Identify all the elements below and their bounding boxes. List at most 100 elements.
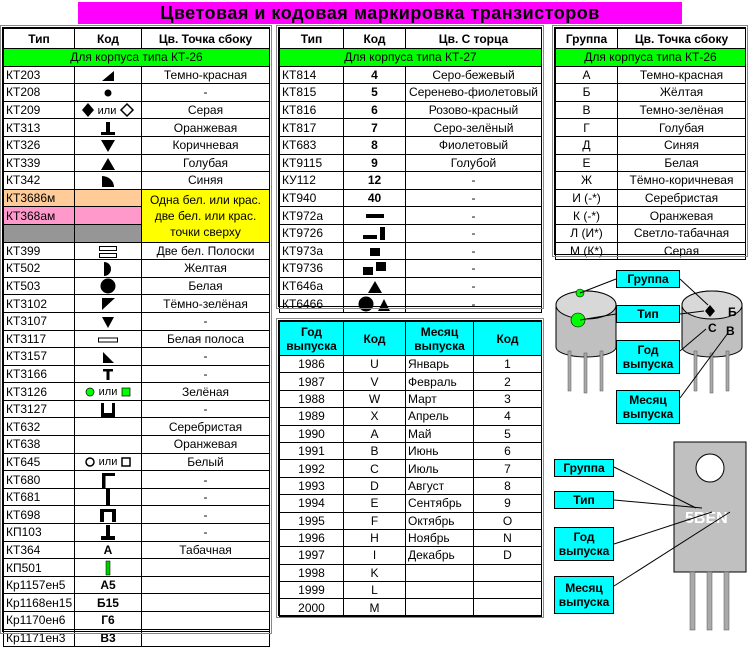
green-square-icon — [121, 384, 131, 398]
circle-and-triangle-icon — [358, 296, 392, 312]
month-cell: Февраль — [405, 372, 474, 391]
code-cell — [343, 294, 406, 313]
half-circle-icon — [102, 261, 114, 276]
month-cell: Июнь — [405, 441, 474, 461]
code-text: 5 — [371, 85, 378, 100]
code-cell: 5 — [343, 83, 406, 102]
type-cell: КТ940 — [279, 188, 344, 208]
month-cell: Январь — [405, 354, 474, 374]
month-cell: Октябрь — [405, 511, 474, 530]
table-row: КТ9736- — [279, 259, 542, 278]
dot-cell: Голубая — [141, 153, 270, 173]
code-cell: А5 — [74, 575, 142, 595]
code-cell — [74, 417, 142, 437]
yellow-note: Одна бел. или крас. две бел. или крас. т… — [141, 188, 270, 243]
empty-cell — [405, 563, 474, 583]
month-code-cell: 9 — [473, 494, 542, 513]
type-cell: КТ3127 — [3, 399, 75, 419]
kt26-package-diagram: Б С В — [555, 278, 743, 399]
type-cell: КТ9726 — [279, 223, 344, 243]
year-cell: 1986 — [279, 354, 344, 374]
code-text: 7 — [371, 120, 378, 135]
short-bar-icon — [365, 209, 384, 223]
end-color-cell: Серо-зелёный — [405, 118, 542, 137]
code-text: 6 — [371, 103, 378, 118]
year-cell: 1989 — [279, 407, 344, 426]
end-color-cell: - — [405, 241, 542, 261]
two-squares-icon — [362, 261, 387, 275]
year-code-cell: D — [343, 476, 406, 496]
dot-cell — [141, 628, 270, 647]
year-code-cell: C — [343, 459, 406, 478]
table-row: КТ698- — [3, 505, 270, 525]
table-row: КТ973а- — [279, 241, 542, 261]
code-cell: А — [74, 540, 142, 560]
dot-cell: Тёмно-коричневая — [617, 171, 746, 190]
quarter-circle-icon — [101, 173, 115, 187]
code-cell — [74, 294, 142, 313]
year-cell: 1988 — [279, 389, 344, 409]
month-code-cell: 1 — [473, 354, 542, 374]
code-cell — [74, 523, 142, 542]
month-code-cell: 6 — [473, 441, 542, 461]
triangle-down-small-icon — [102, 314, 114, 328]
dot-cell: Оранжевая — [141, 118, 270, 137]
month-code-cell: 2 — [473, 372, 542, 391]
year-cell: 1998 — [279, 563, 344, 583]
empty-cell — [473, 563, 542, 583]
type-cell: КТ208 — [3, 83, 75, 102]
month-cell: Сентябрь — [405, 494, 474, 513]
dot-cell: Оранжевая — [617, 206, 746, 225]
group-cell: К (-*) — [555, 206, 618, 225]
type-cell: КТ972а — [279, 206, 344, 225]
type-cell: КТ681 — [3, 487, 75, 507]
month-code-cell: 7 — [473, 459, 542, 478]
type-cell: КТ339 — [3, 153, 75, 173]
type-cell: КТ3126 — [3, 382, 75, 401]
t-bar-icon — [100, 120, 116, 136]
type-cell: КТ645 — [3, 452, 75, 472]
table-row: КТ645 или Белый — [3, 452, 270, 472]
group-cell: Д — [555, 135, 618, 155]
year-cell: 1991 — [279, 441, 344, 461]
table-row: КП103- — [3, 523, 270, 542]
code-cell — [343, 223, 406, 243]
code-cell — [343, 206, 406, 225]
dot-cell: - — [141, 487, 270, 507]
dot-cell: - — [141, 311, 270, 331]
code-cell: 6 — [343, 100, 406, 120]
table-row: КТ3107- — [3, 311, 270, 331]
code-cell — [343, 276, 406, 296]
year-cell: 2000 — [279, 598, 344, 617]
year-cell: 1997 — [279, 546, 344, 565]
type-cell: КТ3686м — [3, 188, 75, 208]
dot-cell: Белый — [141, 452, 270, 472]
transistor-left-icon — [555, 288, 617, 394]
dot-cell — [141, 575, 270, 595]
triangle-up-icon — [101, 156, 115, 170]
double-bar-icon — [99, 244, 117, 258]
end-color-cell: - — [405, 206, 542, 225]
dot-cell: Тёмно-зелёная — [141, 294, 270, 313]
type-cell: КТ368ам — [3, 206, 75, 225]
type-cell: КТ364 — [3, 540, 75, 560]
empty-cell — [473, 581, 542, 600]
type-cell: КТ646а — [279, 276, 344, 296]
month-code-cell: N — [473, 528, 542, 548]
col-year: Год выпуска — [279, 321, 344, 356]
bar-and-tall-bar-icon — [362, 226, 387, 240]
type-cell: КТ6466 — [279, 294, 344, 313]
code-cell — [343, 259, 406, 278]
code-cell — [74, 259, 142, 278]
